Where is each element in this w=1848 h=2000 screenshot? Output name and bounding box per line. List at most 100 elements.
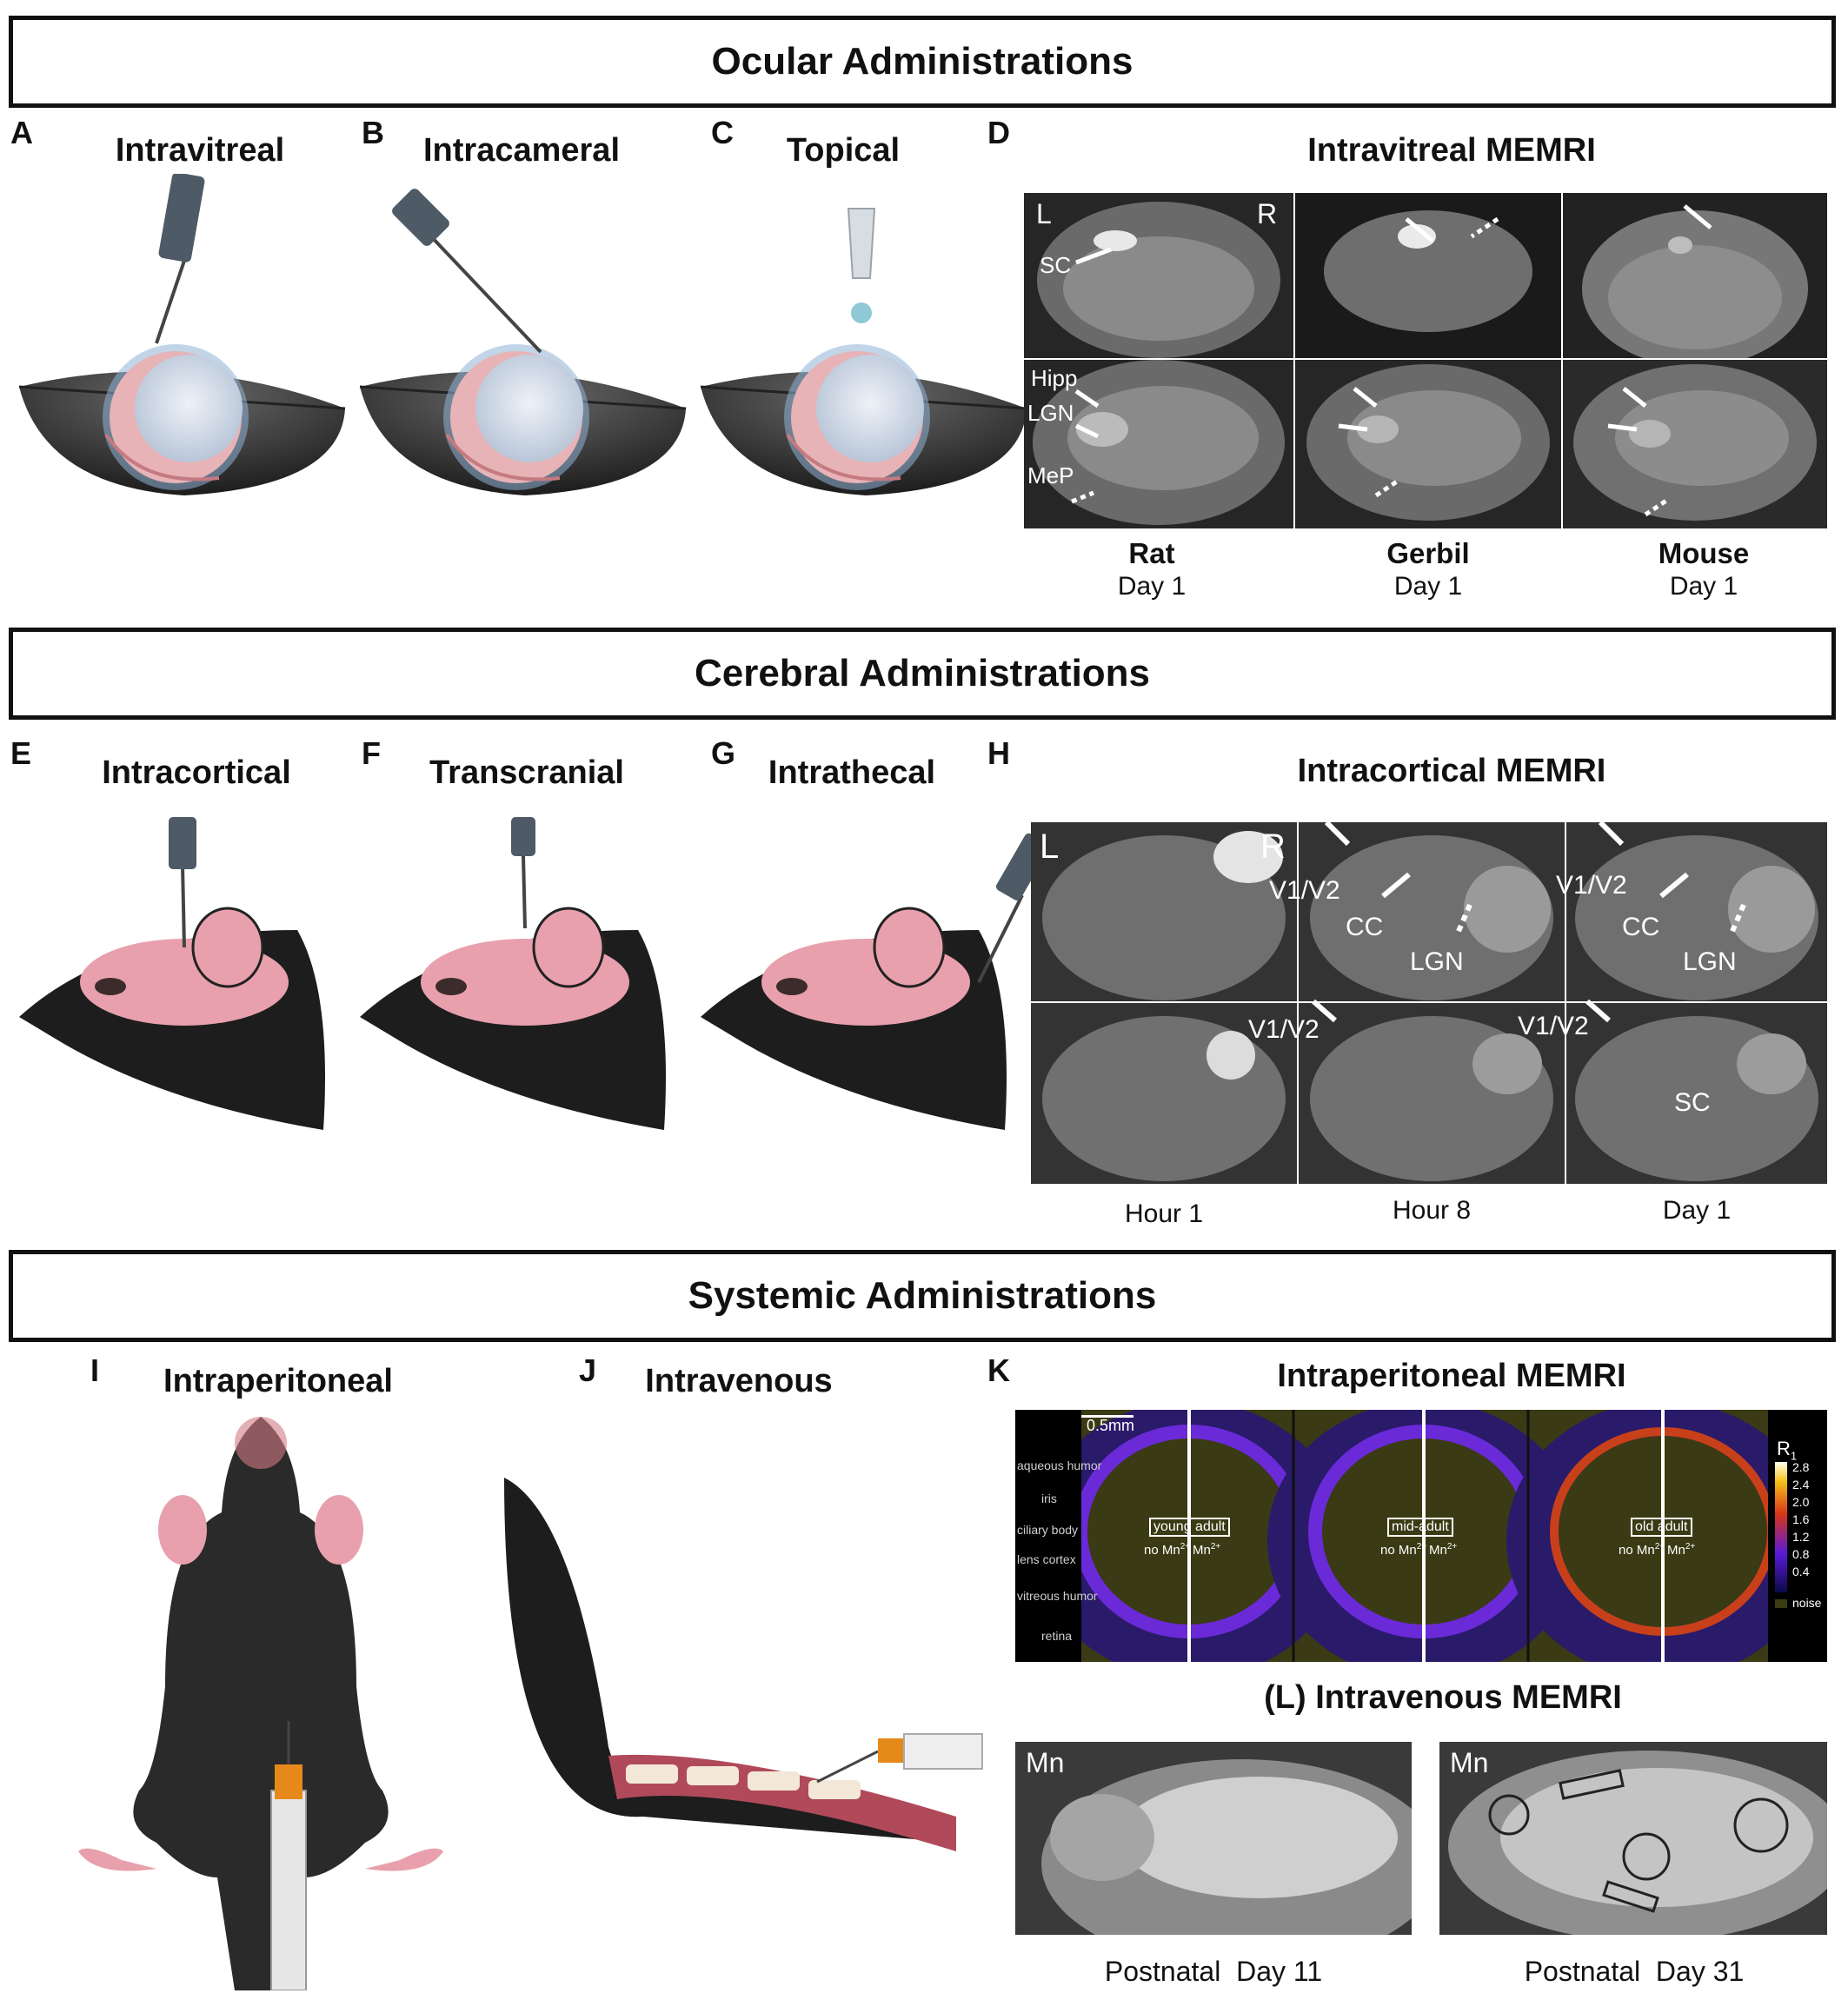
mri-h-arrows xyxy=(1312,822,1746,1023)
panel-letter-d: D xyxy=(987,115,1010,150)
arrow-gerbil-mep xyxy=(1374,477,1401,498)
anatomy-retina: retina xyxy=(1041,1629,1073,1643)
panel-letter-b: B xyxy=(362,115,384,150)
arrow-gerbil-sc xyxy=(1405,217,1434,243)
colorbar-tick-0-4: 0.4 xyxy=(1792,1565,1810,1578)
mri-postnatal-day31 xyxy=(1439,1742,1827,1935)
label-cc-hour8: CC xyxy=(1346,913,1384,941)
anatomy-lens-cortex: lens cortex xyxy=(1017,1552,1076,1566)
mri-h-hour1-top xyxy=(1031,822,1297,1001)
eye-illustration-c xyxy=(700,208,1027,495)
colorbar-tick-2-8: 2.8 xyxy=(1792,1460,1810,1474)
rat-head-f xyxy=(360,817,666,1130)
panel-title-transcranial: Transcranial xyxy=(429,754,624,791)
mri-gerbil-top xyxy=(1295,193,1561,358)
caption-postnatal-day11: Postnatal Day 11 xyxy=(1104,1956,1323,1987)
label-lgn-hour8: LGN xyxy=(1410,947,1464,976)
label-sc: SC xyxy=(1040,252,1072,278)
mri-gerbil-bottom xyxy=(1295,360,1561,528)
eye-illustration-b xyxy=(359,189,687,495)
mri-d-arrows xyxy=(1071,204,1712,517)
mri-h-hour8-bottom xyxy=(1299,1003,1565,1184)
arrow-mouse-sc xyxy=(1683,204,1712,229)
group-young-adult: young adult xyxy=(1149,1518,1230,1537)
arrow-hipp xyxy=(1074,389,1100,409)
section-header-ocular: Ocular Administrations xyxy=(9,16,1836,108)
mri-mouse-bottom xyxy=(1563,360,1827,528)
panel-title-intraperitoneal: Intraperitoneal xyxy=(163,1363,393,1399)
arrow-mouse-hipp xyxy=(1622,387,1647,408)
mri-h-right-marker: R xyxy=(1260,827,1286,866)
caption-rat-time: Day 1 xyxy=(1117,572,1187,601)
colorbar-tick-1-2: 1.2 xyxy=(1792,1530,1810,1544)
mri-h-hour1-bottom xyxy=(1031,1003,1297,1184)
mri-d-right-marker: R xyxy=(1257,198,1278,229)
mri-h-day1-top xyxy=(1566,822,1827,1001)
cerebral-illustrations xyxy=(19,817,1045,1130)
caption-rat: Rat xyxy=(1128,537,1175,569)
panel-title-intracortical: Intracortical xyxy=(102,754,291,791)
mri-rat-bottom xyxy=(1024,360,1293,528)
colorbar-noise: noise xyxy=(1792,1596,1822,1610)
arrow-mep xyxy=(1071,490,1094,504)
mri-h-hour8-top xyxy=(1299,822,1565,1001)
panel-letter-e: E xyxy=(10,735,32,771)
caption-day1: Day 1 xyxy=(1662,1196,1732,1225)
tail-vein-illustration xyxy=(504,1478,983,1851)
section-header-cerebral: Cerebral Administrations xyxy=(9,628,1836,720)
panel-title-intracameral: Intracameral xyxy=(422,132,620,169)
mn-mid: Mn2+ xyxy=(1429,1542,1458,1558)
label-v1v2-day1: V1/V2 xyxy=(1556,871,1627,900)
arrow-gerbil-lgn xyxy=(1338,423,1368,432)
no-mn-mid: no Mn2+ xyxy=(1380,1542,1427,1558)
mri-mouse-top xyxy=(1563,193,1827,358)
rat-head-g xyxy=(701,833,1045,1130)
mn-tag-day11: Mn xyxy=(1026,1747,1065,1778)
label-v1v2-hour8-bottom: V1/V2 xyxy=(1518,1012,1589,1040)
panel-letter-k: K xyxy=(987,1352,1010,1388)
mn-tag-day31: Mn xyxy=(1450,1747,1489,1778)
panel-letter-h: H xyxy=(987,735,1010,771)
panel-title-topical: Topical xyxy=(786,132,901,169)
label-lgn-day1: LGN xyxy=(1683,947,1737,976)
label-sc-day1: SC xyxy=(1674,1088,1711,1117)
panel-letter-a: A xyxy=(10,115,33,150)
no-mn-young: no Mn2+ xyxy=(1144,1542,1191,1558)
caption-gerbil: Gerbil xyxy=(1386,537,1470,569)
label-v1v2-hour8: V1/V2 xyxy=(1269,876,1340,905)
label-mep: MeP xyxy=(1027,462,1074,488)
arrow-mouse-lgn xyxy=(1607,423,1638,432)
label-cc-day1: CC xyxy=(1622,913,1660,941)
label-v1v2-hour1-bottom: V1/V2 xyxy=(1248,1015,1320,1044)
mri-h-left-marker: L xyxy=(1040,827,1060,866)
mri-d-left-marker: L xyxy=(1036,198,1052,229)
eye-illustration-a xyxy=(18,174,346,495)
section-header-systemic: Systemic Administrations xyxy=(9,1250,1836,1342)
caption-hour1: Hour 1 xyxy=(1124,1199,1204,1228)
colorbar-tick-0-8: 0.8 xyxy=(1792,1547,1810,1561)
arrow-sc xyxy=(1075,247,1112,265)
panel-title-intracortical-memri: Intracortical MEMRI xyxy=(1297,753,1606,789)
panel-letter-i: I xyxy=(90,1352,100,1388)
colorbar-title: R1 xyxy=(1777,1438,1798,1463)
arrow-gerbil-hipp xyxy=(1353,387,1378,408)
no-mn-old: no Mn2+ xyxy=(1619,1542,1665,1558)
anatomy-aqueous: aqueous humor xyxy=(1017,1458,1102,1472)
caption-gerbil-time: Day 1 xyxy=(1393,572,1463,601)
mouse-topview-illustration xyxy=(78,1417,443,1990)
mn-young: Mn2+ xyxy=(1193,1542,1221,1558)
panel-letter-j: J xyxy=(579,1352,597,1388)
arrow-mouse-mep xyxy=(1644,496,1671,517)
panel-letter-g: G xyxy=(711,735,736,771)
mn-old: Mn2+ xyxy=(1667,1542,1696,1558)
anatomy-ciliary-body: ciliary body xyxy=(1017,1523,1079,1537)
panel-title-intravenous: Intravenous xyxy=(645,1363,833,1399)
mri-rat-top xyxy=(1024,193,1293,358)
panel-letter-c: C xyxy=(711,115,734,150)
anatomy-vitreous: vitreous humor xyxy=(1017,1589,1098,1603)
arrow-gerbil-dashed xyxy=(1470,216,1499,239)
panel-title-intrathecal: Intrathecal xyxy=(768,754,936,791)
r1-map-panel: 0.5mm aqueous humor iris ciliary body le… xyxy=(1015,1410,1827,1662)
panel-letter-f: F xyxy=(362,735,381,771)
anatomy-iris: iris xyxy=(1041,1492,1057,1505)
